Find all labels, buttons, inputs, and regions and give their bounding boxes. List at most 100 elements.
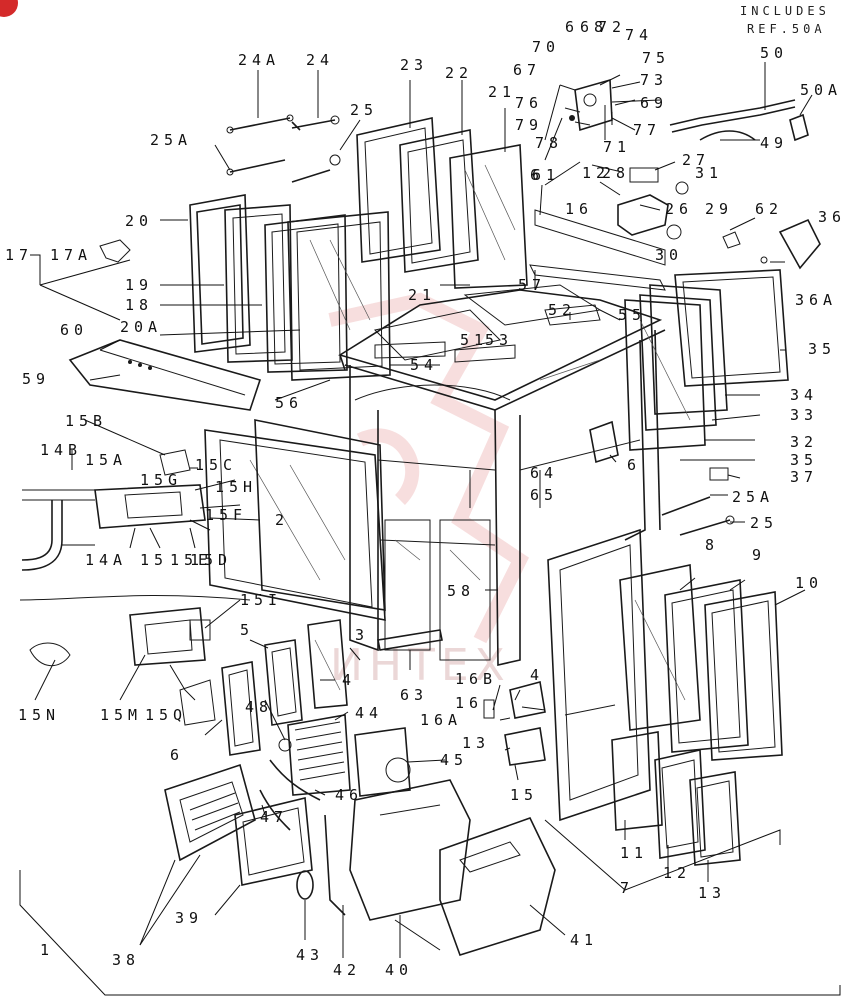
label-6-mirror: 6	[627, 456, 641, 474]
label-53: 53	[485, 331, 513, 349]
pin-128-icon	[591, 164, 623, 173]
assembly-bracket-1	[19, 870, 841, 996]
label-10: 10	[795, 574, 823, 592]
rear-window-23	[356, 117, 441, 263]
door-seal-9	[664, 579, 749, 753]
strut-clamp-right-25-icon	[679, 515, 735, 536]
note-reference: REF.50A	[747, 22, 826, 36]
label-9: 9	[752, 546, 766, 564]
label-29: 29	[705, 200, 733, 218]
label-13-vent: 13	[698, 884, 726, 902]
label-15e: 15E	[170, 551, 212, 569]
door-vent-12	[654, 749, 706, 859]
watermark-text: ИНТЕХ	[330, 640, 511, 691]
label-4-left: 4	[342, 671, 356, 689]
label-42: 42	[333, 961, 361, 979]
door-glass-8	[619, 564, 701, 731]
label-75: 75	[642, 49, 670, 67]
note-includes: INCLUDES	[740, 4, 830, 18]
label-2: 2	[275, 511, 289, 529]
label-41: 41	[570, 931, 598, 949]
window-seal-18	[264, 214, 348, 373]
label-73: 73	[640, 71, 668, 89]
gas-strut-24a-icon	[226, 114, 294, 134]
console-cover-41	[439, 817, 556, 956]
label-71: 71	[603, 138, 631, 156]
label-55: 55	[618, 306, 646, 324]
label-45: 45	[440, 751, 468, 769]
label-74: 74	[625, 26, 653, 44]
label-16b: 16B	[455, 670, 497, 688]
label-15h: 15H	[215, 478, 257, 496]
label-70: 70	[532, 38, 560, 56]
bracket-17-icon	[99, 239, 131, 263]
label-57: 57	[518, 276, 546, 294]
roof-strip-61	[534, 209, 666, 266]
door-vent-11	[611, 731, 663, 831]
window-32	[624, 299, 706, 451]
label-77: 77	[633, 121, 661, 139]
label-35-top: 35	[808, 340, 836, 358]
label-36: 36	[818, 208, 846, 226]
label-35-lower: 35	[790, 451, 818, 469]
heater-cover-38	[164, 763, 256, 862]
label-8: 8	[705, 536, 719, 554]
label-37: 37	[790, 468, 818, 486]
filter-39	[234, 797, 313, 886]
window-34	[649, 284, 728, 415]
label-49: 49	[760, 134, 788, 152]
label-16a: 16A	[420, 711, 462, 729]
corner-badge-icon	[0, 0, 18, 17]
label-15m: 15M	[100, 706, 142, 724]
part-labels: 1 2 3 4 4 5 6 6 6 7 8 9 10 11 12 12 13 1…	[5, 18, 846, 979]
latch-assembly	[559, 78, 613, 132]
leader-lines	[30, 62, 813, 958]
label-11: 11	[620, 844, 648, 862]
label-13-lock: 13	[462, 734, 490, 752]
heater-core-44	[287, 714, 351, 796]
label-22: 22	[445, 64, 473, 82]
label-3: 3	[355, 626, 369, 644]
label-58: 58	[447, 582, 475, 600]
label-52: 52	[548, 301, 576, 319]
door-frame-7	[547, 528, 651, 822]
label-72: 72	[598, 18, 626, 36]
label-15g: 15G	[140, 471, 182, 489]
label-69: 69	[640, 94, 668, 112]
fuse-plate-15m	[19, 595, 251, 726]
label-12-vent: 12	[663, 864, 691, 882]
label-62: 62	[755, 200, 783, 218]
label-78: 78	[535, 134, 563, 152]
vent-window-6	[221, 661, 261, 756]
label-19: 19	[125, 276, 153, 294]
label-65: 65	[530, 486, 558, 504]
label-15i: 15I	[240, 591, 282, 609]
label-23: 23	[400, 56, 428, 74]
label-14b: 14B	[40, 441, 82, 459]
label-46: 46	[335, 786, 363, 804]
label-7: 7	[620, 879, 634, 897]
control-block-15	[22, 449, 206, 529]
assembly-bracket-7	[544, 819, 781, 891]
label-12-pin: 12	[582, 164, 610, 182]
label-56: 56	[275, 394, 303, 412]
handle-50-icon	[669, 99, 796, 133]
switch-27-icon	[629, 167, 659, 183]
door-latch-14-icon	[509, 681, 546, 719]
cab-frame	[338, 289, 666, 666]
window-35	[674, 269, 789, 387]
label-67: 67	[513, 61, 541, 79]
label-26: 26	[665, 200, 693, 218]
handle-grip-49-icon	[699, 130, 756, 141]
switch-31-icon	[675, 181, 689, 195]
label-31: 31	[695, 164, 723, 182]
label-17a: 17A	[50, 246, 92, 264]
label-18: 18	[125, 296, 153, 314]
label-68: 68	[580, 18, 608, 36]
hose-46-icon	[269, 759, 321, 801]
vent-window-4	[307, 619, 348, 709]
label-21-lower: 21	[408, 286, 436, 304]
label-5: 5	[240, 621, 254, 639]
label-60: 60	[60, 321, 88, 339]
knob-62-icon	[722, 231, 741, 249]
